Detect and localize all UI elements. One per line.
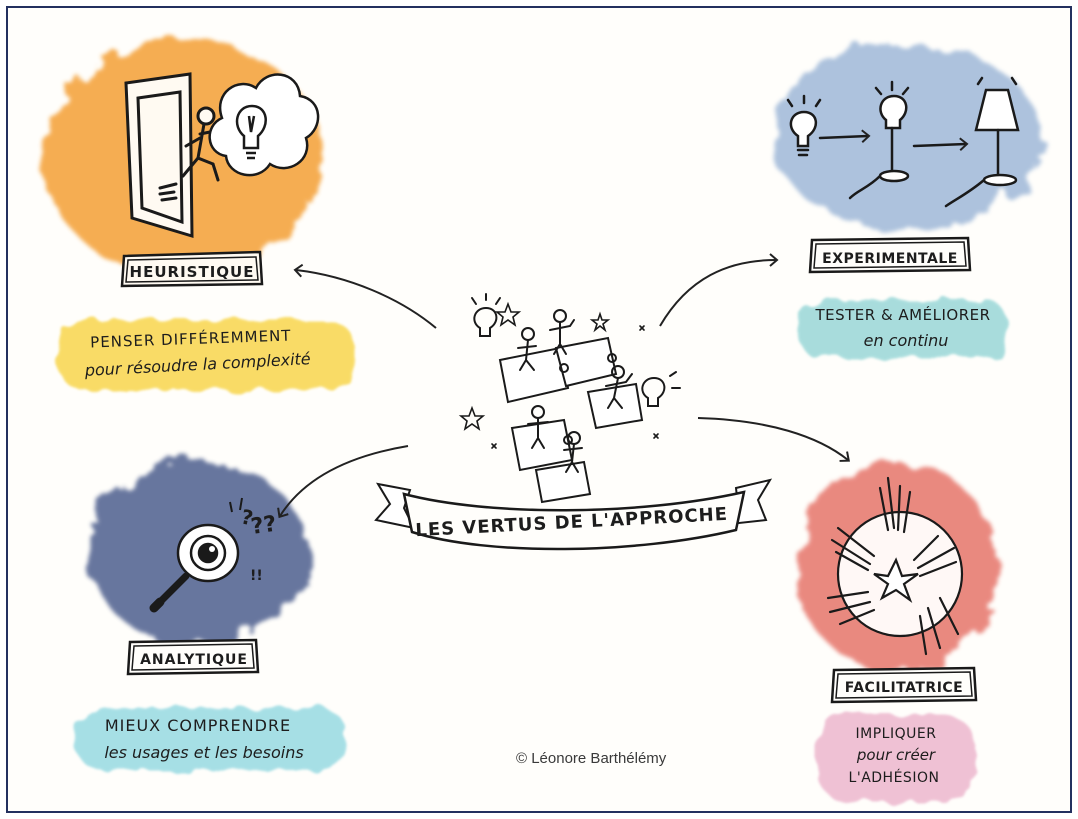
stars-icon	[458, 301, 659, 449]
node-heuristique: HEURISTIQUE PENSER DIFFÉREMMENT pour rés…	[43, 40, 356, 390]
question-marks-icon: ? ?? !!	[229, 497, 278, 584]
watercolor-strip-pink	[816, 714, 976, 802]
heuristique-label-box: HEURISTIQUE	[120, 250, 264, 288]
heuristique-label: HEURISTIQUE	[130, 263, 255, 281]
lamp-icon	[944, 76, 1020, 208]
facilitatrice-line2: pour créer	[856, 746, 936, 764]
arrow-right-icon	[912, 137, 969, 151]
watercolor-strip-teal	[798, 300, 1008, 358]
connector-arrows	[277, 253, 850, 519]
experimentale-line2: en continu	[864, 331, 949, 350]
magnifying-eye-icon	[149, 523, 240, 613]
bulb-stand-icon	[848, 80, 910, 200]
arrow-to-experimentale	[659, 253, 779, 327]
door-icon	[124, 72, 194, 239]
lightbulb-icon	[786, 94, 822, 157]
arrow-to-facilitatrice	[697, 417, 850, 462]
svg-text:?: ?	[239, 504, 255, 530]
idea-bulb-small-icon	[471, 293, 681, 407]
arrow-to-heuristique	[293, 263, 437, 329]
arrow-right-icon	[818, 129, 871, 143]
watercolor-strip-aqua	[76, 708, 346, 770]
hands-around-star-icon	[826, 476, 964, 656]
center-banner: LES VERTUS DE L'APPROCHE	[374, 478, 773, 551]
arrow-to-analytique	[277, 445, 409, 519]
puzzle-pieces-icon	[498, 336, 644, 504]
analytique-label-box: ANALYTIQUE	[126, 638, 260, 676]
facilitatrice-line3: L'ADHÉSION	[849, 769, 940, 786]
node-analytique: ? ?? !! ANALYTIQUE MIEUX COMPRENDRE les …	[76, 461, 346, 770]
diagram-canvas: HEURISTIQUE PENSER DIFFÉREMMENT pour rés…	[43, 40, 1043, 802]
facilitatrice-label-box: FACILITATRICE	[830, 666, 978, 704]
experimentale-label-box: EXPERIMENTALE	[808, 236, 972, 274]
illustration-frame: HEURISTIQUE PENSER DIFFÉREMMENT pour rés…	[6, 6, 1072, 813]
lightbulb-icon	[235, 104, 267, 160]
svg-text:??: ??	[249, 512, 278, 540]
facilitatrice-line1: IMPLIQUER	[856, 726, 937, 742]
center-puzzle-illustration	[458, 293, 681, 504]
watercolor-strip-yellow	[56, 320, 356, 390]
analytique-label: ANALYTIQUE	[140, 652, 248, 668]
experimentale-label: EXPERIMENTALE	[822, 251, 958, 267]
analytique-line1: MIEUX COMPRENDRE	[105, 716, 291, 735]
analytique-line2: les usages et les besoins	[104, 743, 303, 762]
svg-text:!!: !!	[250, 568, 263, 584]
node-experimentale: EXPERIMENTALE TESTER & AMÉLIORER en cont…	[773, 46, 1043, 358]
watercolor-blob-blue	[773, 46, 1043, 230]
bulb-to-lamp-sketch	[786, 76, 1020, 208]
facilitatrice-label: FACILITATRICE	[845, 680, 964, 696]
node-facilitatrice: FACILITATRICE IMPLIQUER pour créer L'ADH…	[798, 463, 998, 802]
copyright-credit: © Léonore Barthélémy	[516, 750, 667, 767]
experimentale-line1: TESTER & AMÉLIORER	[814, 305, 990, 324]
people-figures-icon	[517, 309, 633, 473]
idea-cloud-icon	[208, 73, 320, 177]
